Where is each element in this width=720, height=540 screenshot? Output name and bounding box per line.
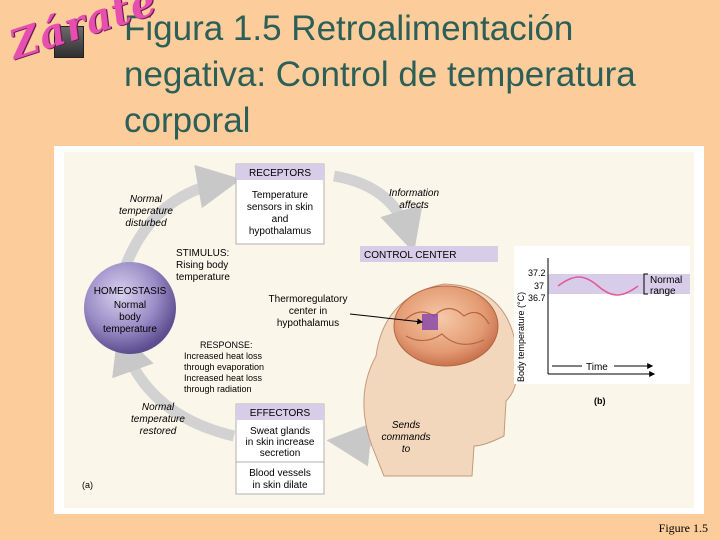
response-line-1: RESPONSE: — [200, 340, 253, 350]
graph-ylabel: Body temperature (°C) — [516, 292, 526, 382]
effectors-line-3: secretion — [260, 448, 301, 459]
control-center-box: CONTROL CENTER — [360, 246, 498, 262]
effectors-line-5: in skin dilate — [252, 480, 307, 491]
slide-title: Figura 1.5 Retroalimentación negativa: C… — [124, 6, 714, 144]
range-label-1: Normal — [650, 275, 682, 286]
figure-caption: Figure 1.5 — [659, 521, 708, 536]
homeostasis-line-2: Normal — [114, 300, 146, 311]
ytick-37: 37 — [534, 281, 544, 291]
stimulus-line-1: STIMULUS: — [176, 248, 229, 259]
sends-line-2: commands — [382, 432, 431, 443]
response-line-3: through evaporation — [184, 362, 264, 372]
receptors-line-1: Temperature — [252, 190, 309, 201]
control-center-line-1: Thermoregulatory — [269, 294, 348, 305]
panel-b-label: (b) — [594, 396, 606, 406]
feedback-diagram: RECEPTORS Temperature sensors in skin an… — [54, 146, 704, 514]
sends-line-3: to — [402, 444, 411, 455]
effectors-line-2: in skin increase — [246, 437, 315, 448]
zarate-logo: Zárate — [14, 12, 126, 78]
homeostasis-line-3: body — [119, 312, 141, 323]
info-line-1: Information — [389, 188, 439, 199]
title-line-1: Figura 1.5 Retroalimentación — [124, 6, 714, 52]
homeostasis-line-1: HOMEOSTASIS — [94, 286, 167, 297]
restored-line-1: Normal — [142, 402, 175, 413]
info-line-2: affects — [399, 200, 428, 211]
title-line-3: corporal — [124, 98, 714, 144]
arc-arrow-top-right — [334, 176, 409, 236]
range-label-2: range — [650, 286, 676, 297]
control-center-line-3: hypothalamus — [277, 318, 339, 329]
temperature-graph: 37.2 37 36.7 Body temperature (°C) Time … — [514, 246, 690, 384]
effectors-heading: EFFECTORS — [250, 408, 311, 419]
ytick-36-7: 36.7 — [528, 293, 546, 303]
effectors-box: EFFECTORS Sweat glands in skin increase … — [236, 404, 324, 494]
ytick-37-2: 37.2 — [528, 268, 546, 278]
brain-icon — [394, 286, 498, 366]
response-line-4: Increased heat loss — [184, 373, 263, 383]
hypothalamus-marker — [422, 314, 438, 330]
disturbed-line-1: Normal — [130, 194, 163, 205]
receptors-line-2: sensors in skin — [247, 202, 313, 213]
head-illustration — [364, 284, 518, 476]
panel-a-label: (a) — [82, 480, 93, 490]
homeostasis-sphere: HOMEOSTASIS Normal body temperature — [84, 262, 176, 354]
receptors-line-3: and — [272, 214, 289, 225]
receptors-line-4: hypothalamus — [249, 226, 311, 237]
disturbed-line-3: disturbed — [125, 218, 167, 229]
receptors-heading: RECEPTORS — [249, 168, 311, 179]
restored-line-3: restored — [140, 426, 177, 437]
control-center-line-2: center in — [289, 306, 327, 317]
stimulus-line-2: Rising body — [176, 260, 228, 271]
effectors-line-1: Sweat glands — [250, 426, 310, 437]
graph-xlabel: Time — [586, 362, 608, 373]
stimulus-line-3: temperature — [176, 272, 230, 283]
sends-line-1: Sends — [392, 420, 420, 431]
figure-panel: RECEPTORS Temperature sensors in skin an… — [54, 146, 704, 514]
title-line-2: negativa: Control de temperatura — [124, 52, 714, 98]
homeostasis-line-4: temperature — [103, 324, 157, 335]
control-center-heading: CONTROL CENTER — [364, 250, 456, 261]
response-line-5: through radiation — [184, 384, 252, 394]
disturbed-line-2: temperature — [119, 206, 173, 217]
restored-line-2: temperature — [131, 414, 185, 425]
receptors-box: RECEPTORS Temperature sensors in skin an… — [236, 164, 324, 244]
response-line-2: Increased heat loss — [184, 351, 263, 361]
effectors-line-4: Blood vessels — [249, 468, 311, 479]
